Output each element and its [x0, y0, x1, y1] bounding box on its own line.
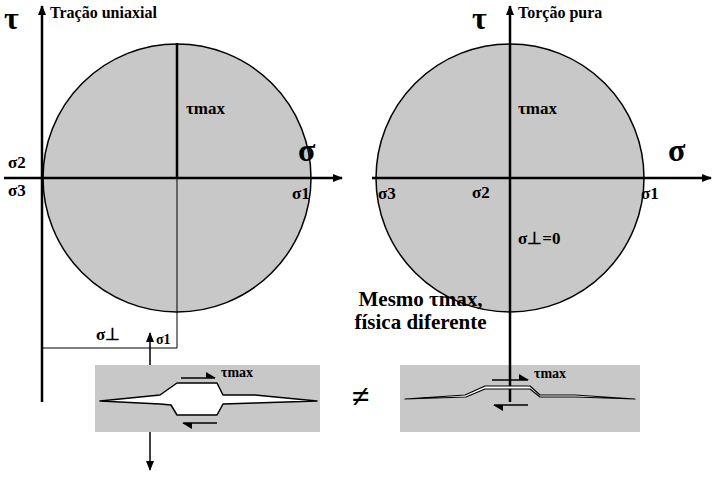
stress-label: σ1	[641, 184, 659, 204]
panel-title: Tração uniaxial	[50, 4, 157, 22]
axis-label: σ	[668, 132, 685, 169]
axis-label: τ	[4, 0, 19, 37]
not-equal-sign: ≠	[352, 378, 370, 415]
crack-drawing	[400, 365, 640, 432]
node-label: τmax	[221, 365, 253, 381]
node-label: τmax	[186, 99, 225, 119]
node-label: σ⊥=0	[518, 228, 560, 249]
axis-label: τ	[472, 0, 487, 37]
node-label: σ2	[472, 183, 490, 203]
comparison-note: Mesmo τmax, física diferente	[333, 288, 508, 334]
node-label: τmax	[518, 99, 557, 119]
crack-sketch-box: τmax	[95, 365, 320, 432]
stress-label: σ2	[8, 153, 26, 173]
stress-label: σ3	[378, 184, 396, 204]
stress-label: σ1	[156, 332, 171, 348]
stress-label: σ⊥	[96, 324, 120, 345]
crack-drawing	[95, 365, 320, 432]
node-label: τmax	[534, 366, 566, 382]
crack-sketch-box: τmax	[400, 365, 640, 432]
stress-label: σ1	[292, 184, 310, 204]
panel-title: Torção pura	[518, 4, 602, 22]
stress-label: σ3	[8, 181, 26, 201]
axis-label: σ	[298, 132, 315, 169]
